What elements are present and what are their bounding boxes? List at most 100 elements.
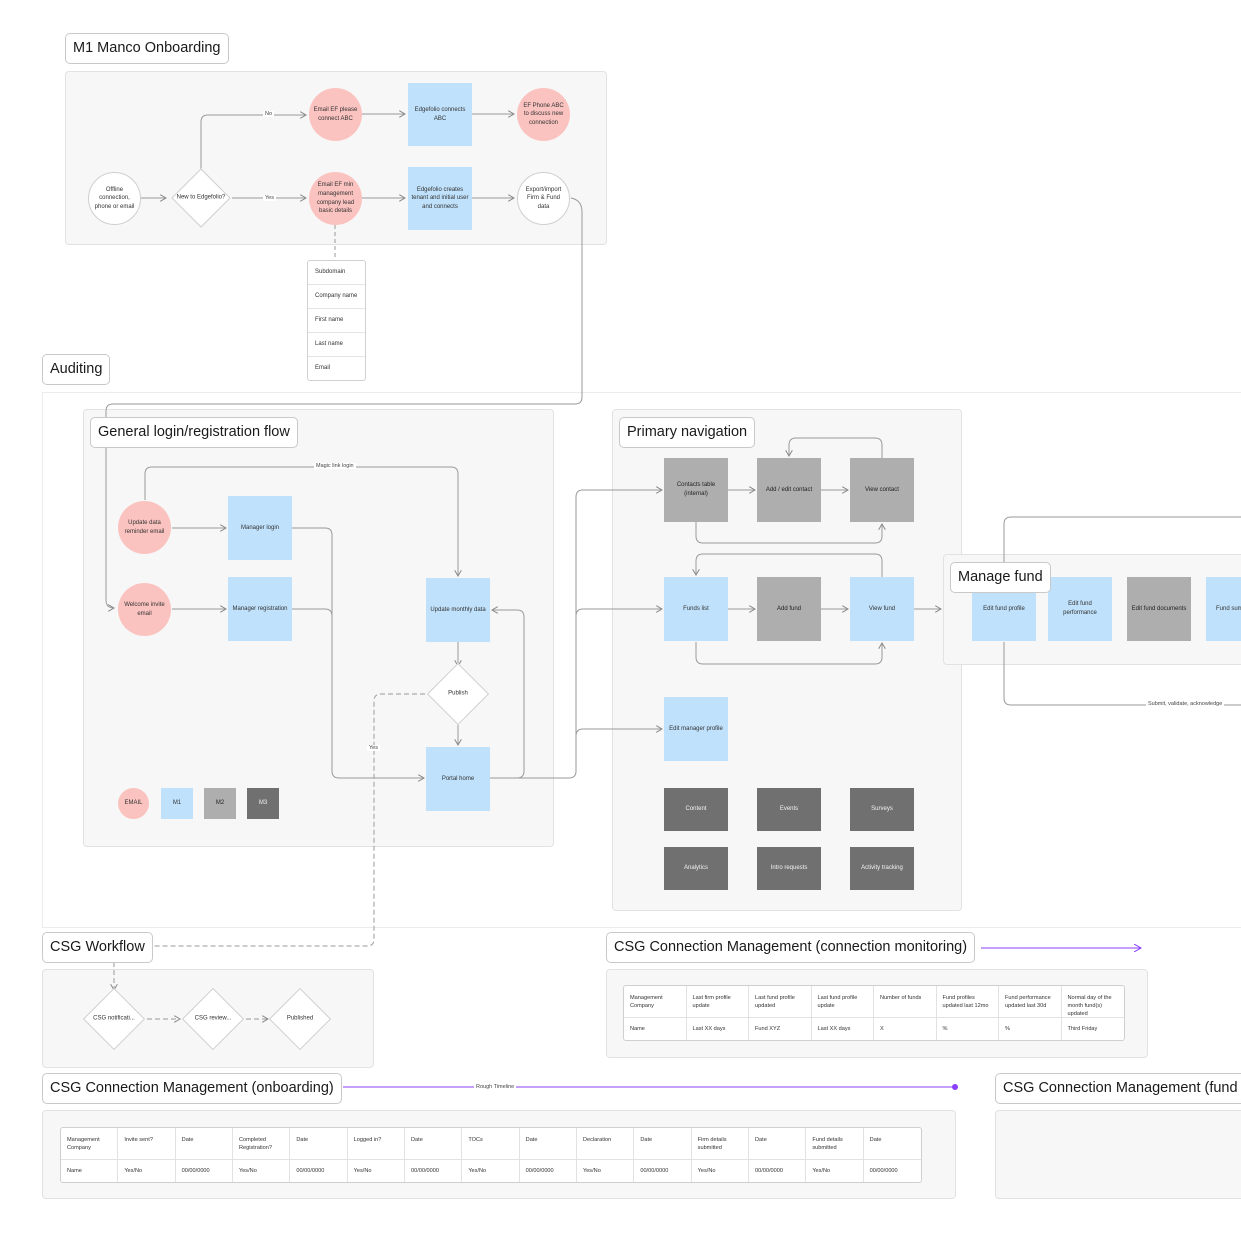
edit-manager-profile-node: Edit manager profile: [664, 697, 728, 761]
portal-home-node: Portal home: [426, 747, 490, 811]
manage-fund-title: Manage fund: [950, 562, 1051, 593]
edgefolio-creates-node: Edgefolio creates tenant and initial use…: [408, 167, 472, 230]
onboarding-row-cell: 00/00/0000: [749, 1160, 807, 1182]
field-last-name: Last name: [308, 333, 365, 357]
onboarding-header-cell: Date: [634, 1128, 692, 1160]
magic-link-label: Magic link login: [314, 463, 356, 469]
manager-registration-node: Manager registration: [228, 577, 292, 641]
field-email: Email: [315, 365, 331, 371]
csg-notification-decision: CSG notificati...: [82, 987, 146, 1051]
analytics-node: Analytics: [664, 847, 728, 890]
onboarding-header-cell: Date: [290, 1128, 348, 1160]
field-first-name: First name: [308, 309, 365, 333]
manager-login-node: Manager login: [228, 496, 292, 560]
csg-monitoring-title: CSG Connection Management (connection mo…: [606, 932, 976, 963]
email-ef-min-node: Email EF min management company lead bas…: [309, 172, 362, 225]
monitoring-row-cell: Last XX days: [812, 1018, 874, 1040]
monitoring-table: Management Company Last firm profile upd…: [623, 985, 1125, 1041]
no-edge-label: No: [263, 111, 275, 117]
csg-review-decision: CSG review...: [181, 987, 245, 1051]
onboarding-table: Management Company Invite sent? Date Com…: [60, 1127, 922, 1183]
onboarding-row-cell: Yes/No: [348, 1160, 405, 1182]
csg-review-label: CSG review...: [194, 1015, 232, 1022]
add-edit-contact-node: Add / edit contact: [757, 458, 821, 522]
onboarding-row-cell: Yes/No: [462, 1160, 520, 1182]
onboarding-row-cell: Yes/No: [577, 1160, 635, 1182]
onboarding-row-cell: 00/00/0000: [520, 1160, 577, 1182]
onboarding-row-cell: 00/00/0000: [634, 1160, 692, 1182]
csg-onboarding-title: CSG Connection Management (onboarding): [42, 1073, 342, 1104]
monitoring-row-cell: %: [999, 1018, 1062, 1040]
edgefolio-connects-node: Edgefolio connects ABC: [408, 83, 472, 146]
update-data-reminder-node: Update data reminder email: [118, 501, 171, 554]
monitoring-header-cell: Last fund profile update: [811, 986, 874, 1018]
onboarding-header-cell: Date: [404, 1128, 463, 1160]
view-contact-node: View contact: [850, 458, 914, 522]
view-fund-node: View fund: [850, 577, 914, 641]
new-to-edgefolio-label: New to Edgefolio?: [176, 194, 226, 201]
published-label: Published: [286, 1015, 314, 1022]
onboarding-row-cell: 00/00/0000: [290, 1160, 348, 1182]
monitoring-row-cell: %: [937, 1018, 999, 1040]
onboarding-header-cell: Date: [863, 1128, 921, 1160]
monitoring-header-cell: Normal day of the month fund(s) updated: [1061, 986, 1124, 1018]
surveys-node: Surveys: [850, 788, 914, 831]
primary-navigation-title: Primary navigation: [619, 417, 756, 448]
content-node: Content: [664, 788, 728, 831]
csg-fund-area: [995, 1110, 1241, 1199]
intro-requests-node: Intro requests: [757, 847, 821, 890]
monitoring-header-cell: Fund performance updated last 30d: [999, 986, 1062, 1018]
onboarding-header-cell: Fund details submitted: [806, 1128, 864, 1160]
publish-yes-label: Yes: [367, 745, 380, 751]
monitoring-row-cell: Fund XYZ: [749, 1018, 812, 1040]
yes-edge-label: Yes: [263, 195, 276, 201]
activity-tracking-node: Activity tracking: [850, 847, 914, 890]
add-fund-node: Add fund: [757, 577, 821, 641]
onboarding-row-cell: Yes/No: [692, 1160, 749, 1182]
edit-fund-performance-node: Edit fund performance: [1048, 577, 1112, 641]
field-subdomain: Subdomain: [308, 261, 365, 285]
general-login-title: General login/registration flow: [90, 417, 298, 448]
onboarding-header-cell: Date: [519, 1128, 577, 1160]
lead-fields-list: Subdomain Company name First name Last n…: [307, 260, 366, 381]
auditing-title: Auditing: [42, 354, 111, 385]
monitoring-row-cell: Name: [624, 1018, 687, 1040]
onboarding-header-cell: Logged in?: [347, 1128, 405, 1160]
fund-summary-node: Fund sum repo: [1206, 577, 1241, 641]
onboarding-header-cell: Declaration: [576, 1128, 635, 1160]
publish-decision: Publish: [426, 662, 490, 726]
monitoring-row-cell: Last XX days: [687, 1018, 749, 1040]
rough-timeline-label: Rough Timeline: [474, 1084, 517, 1090]
csg-notification-label: CSG notificati...: [93, 1015, 135, 1022]
m1-onboarding-title: M1 Manco Onboarding: [65, 33, 229, 64]
monitoring-header-cell: Management Company: [624, 986, 687, 1018]
onboarding-header-cell: Management Company: [61, 1128, 119, 1160]
ef-phone-abc-node: EF Phone ABC to discuss new connection: [517, 88, 570, 141]
legend-email: EMAIL: [118, 788, 149, 819]
published-decision: Published: [268, 987, 332, 1051]
onboarding-row-cell: 00/00/0000: [405, 1160, 463, 1182]
legend-m3: M3: [247, 788, 279, 819]
csg-workflow-title: CSG Workflow: [42, 932, 153, 963]
field-company-name: Company name: [308, 285, 365, 309]
contacts-table-node: Contacts table (internal): [664, 458, 728, 522]
monitoring-row-cell: Third Friday: [1067, 1025, 1098, 1032]
welcome-invite-node: Welcome invite email: [118, 583, 171, 636]
monitoring-header-cell: Fund profiles updated last 12mo: [936, 986, 999, 1018]
monitoring-header-cell: Last fund profile updated: [749, 986, 812, 1018]
onboarding-header-cell: Date: [748, 1128, 807, 1160]
onboarding-header-cell: Completed Registration?: [232, 1128, 291, 1160]
onboarding-row-cell: Yes/No: [118, 1160, 176, 1182]
monitoring-header-cell: Last firm profile update: [686, 986, 749, 1018]
edit-fund-documents-node: Edit fund documents: [1127, 577, 1191, 641]
legend-m2: M2: [204, 788, 236, 819]
email-connect-abc-node: Email EF please connect ABC: [309, 88, 362, 141]
update-monthly-data-node: Update monthly data: [426, 578, 490, 642]
onboarding-row-cell: 00/00/0000: [176, 1160, 233, 1182]
onboarding-header-cell: Invite sent?: [118, 1128, 176, 1160]
export-import-node: Export/import Firm & Fund data: [517, 172, 570, 225]
onboarding-row-cell: 00/00/0000: [869, 1167, 898, 1174]
onboarding-header-cell: TOCs: [462, 1128, 520, 1160]
submit-validate-label: Submit, validate, acknowledge: [1146, 701, 1225, 707]
events-node: Events: [757, 788, 821, 831]
